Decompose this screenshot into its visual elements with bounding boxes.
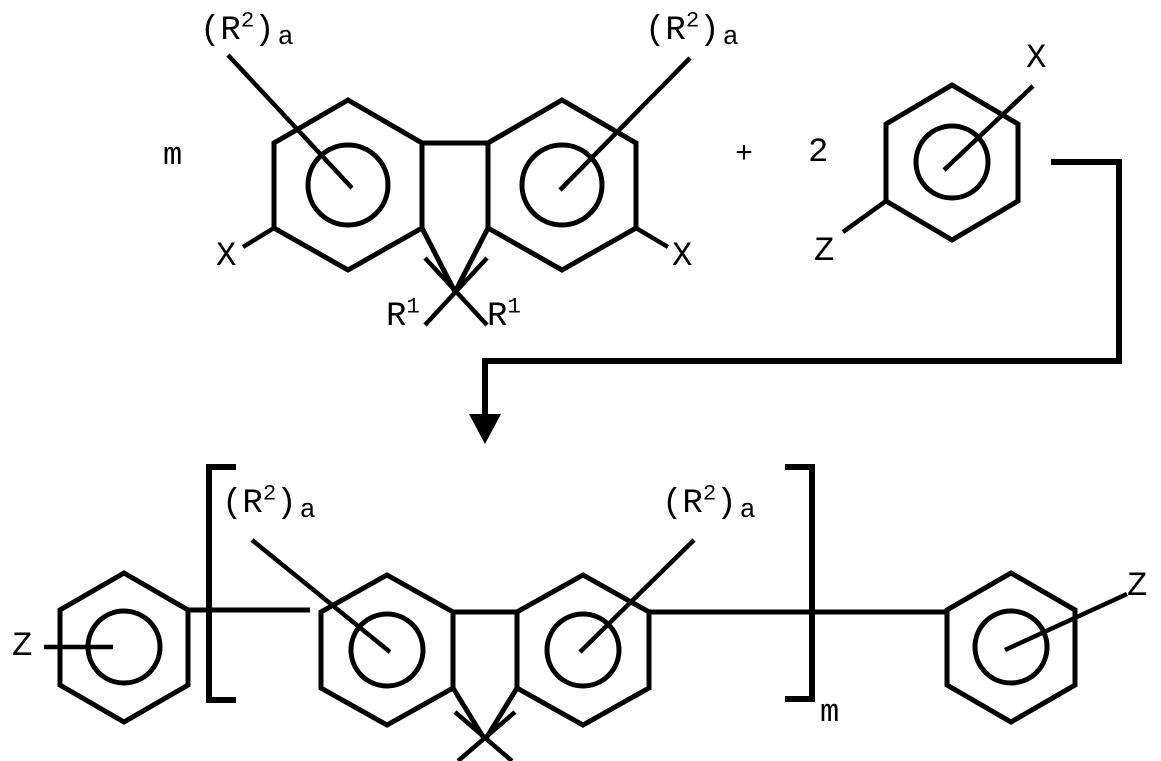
fluorene-monomer-top <box>226 53 692 327</box>
label-r1-left: R1 <box>386 293 420 336</box>
label-left-endcap-z: Z <box>12 628 33 666</box>
repeat-bracket-left <box>206 464 236 703</box>
aryl-endgroup-bond <box>841 199 888 234</box>
label-r2a-bottom-right: (R2)a <box>662 480 756 525</box>
label-r2a-bottom-left: (R2)a <box>222 480 316 525</box>
repeat-c9-substituent-bonds <box>453 710 517 761</box>
label-r2a-top-right: (R2)a <box>645 7 739 52</box>
aryl-monomer-top <box>841 82 1035 243</box>
r2-pointer-bond-right-top <box>558 56 692 192</box>
label-right-endcap-z: Z <box>1127 568 1148 606</box>
label-halide-x-top-right: X <box>672 238 693 276</box>
label-stoichiometry-two: 2 <box>808 134 829 172</box>
r2-pointer-bond-right-bottom <box>578 538 696 654</box>
polymer-product-bottom <box>44 464 1128 761</box>
label-plus-sign: + <box>735 138 754 172</box>
label-repeat-subscript-m: m <box>820 694 840 731</box>
halide-bond-right-top <box>634 226 670 249</box>
label-r2a-top-left: (R2)a <box>200 7 294 52</box>
label-r1-right: R1 <box>487 293 521 336</box>
label-stoichiometry-m-top: m <box>163 137 183 174</box>
label-aryl-halide-x: X <box>1026 40 1047 78</box>
right-endcap-benzene-ring <box>944 570 1128 725</box>
r2-pointer-bond-left-bottom <box>250 538 392 654</box>
fluorene-c9-substituent-bonds-top <box>423 256 489 327</box>
label-aryl-endgroup-z: Z <box>814 233 835 271</box>
arrow-head-triangle <box>469 414 501 444</box>
left-endcap-benzene-ring <box>44 570 191 725</box>
halide-bond-left-top <box>241 226 276 249</box>
label-halide-x-top-left: X <box>216 238 237 276</box>
right-endcap-z-bond <box>1004 591 1128 653</box>
repeat-bracket-right <box>785 464 815 702</box>
r2-pointer-bond-left-top <box>226 53 354 190</box>
reaction-arrow <box>469 159 1122 444</box>
aryl-halide-bond <box>942 84 1035 172</box>
